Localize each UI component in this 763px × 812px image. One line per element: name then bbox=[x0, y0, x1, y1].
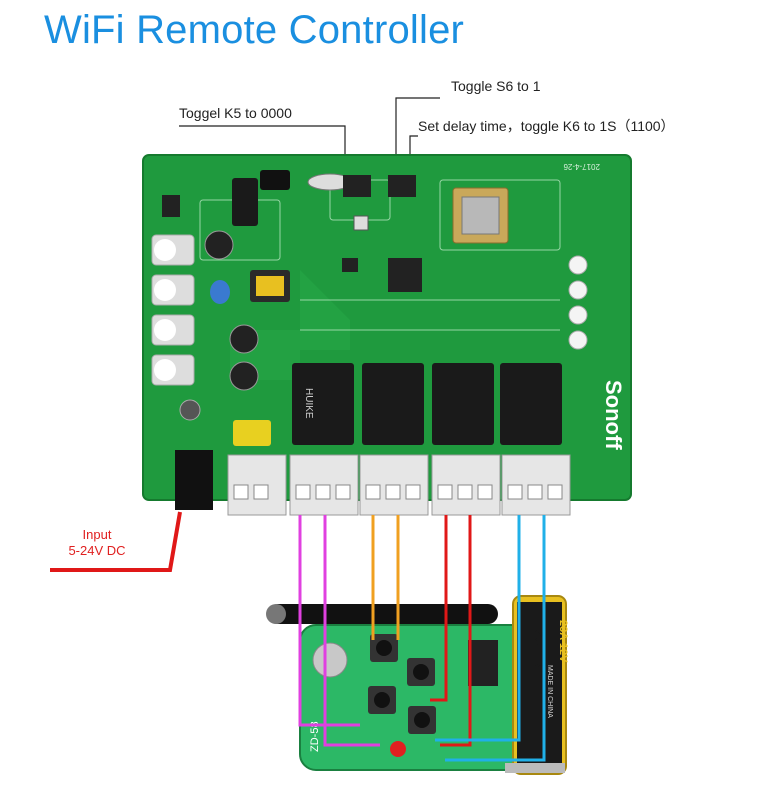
relay-2 bbox=[362, 363, 424, 445]
wire-magenta-2 bbox=[323, 515, 380, 747]
mcu-chip bbox=[388, 258, 422, 292]
battery-origin: MADE IN CHINA bbox=[546, 665, 553, 718]
callout-k6: Set delay time，toggle K6 to 1S（1100） bbox=[418, 118, 675, 134]
relays bbox=[292, 363, 562, 445]
remote-antenna bbox=[268, 604, 498, 624]
callout-s6: Toggle S6 to 1 bbox=[451, 78, 541, 94]
dip-switch-k5 bbox=[343, 175, 371, 197]
leader-s6 bbox=[395, 97, 440, 172]
relay-1 bbox=[292, 363, 354, 445]
relay-board bbox=[142, 154, 632, 516]
board-buttons bbox=[151, 234, 195, 386]
remote-chip bbox=[468, 640, 498, 686]
capacitor bbox=[204, 230, 234, 260]
input-label-line1: Input bbox=[82, 527, 112, 542]
input-wire bbox=[50, 511, 182, 572]
relay-text: HUIKE bbox=[303, 388, 314, 419]
remote-buttons bbox=[368, 634, 436, 734]
board-version: 2017-4-26 bbox=[563, 162, 600, 171]
relay-4 bbox=[500, 363, 562, 445]
input-label: Input 5-24V DC bbox=[62, 527, 132, 559]
remote-controller bbox=[266, 595, 567, 775]
wire-red-1 bbox=[430, 515, 448, 702]
wire-cyan-2 bbox=[445, 515, 546, 762]
pcb-base bbox=[142, 154, 632, 501]
battery-label: SUPER bbox=[532, 630, 544, 668]
wires bbox=[298, 515, 546, 762]
antenna-coil bbox=[232, 170, 290, 226]
battery bbox=[512, 595, 567, 775]
battery-voltage: 23A 12V bbox=[557, 620, 569, 663]
board-brand: Sonoff bbox=[601, 380, 626, 450]
input-label-line2: 5-24V DC bbox=[68, 543, 126, 558]
wire-red-2 bbox=[440, 515, 472, 747]
status-leds bbox=[568, 255, 588, 350]
page-title: WiFi Remote Controller bbox=[44, 8, 465, 52]
dip-switch-k6 bbox=[388, 175, 416, 197]
remote-led bbox=[390, 741, 406, 757]
relay-3 bbox=[432, 363, 494, 445]
wire-magenta-1 bbox=[298, 515, 360, 727]
wire-cyan-1 bbox=[435, 515, 521, 742]
remote-model: ZD-58 bbox=[309, 721, 321, 752]
dc-jack bbox=[175, 450, 213, 510]
callout-k5: Toggel K5 to 0000 bbox=[179, 105, 292, 121]
